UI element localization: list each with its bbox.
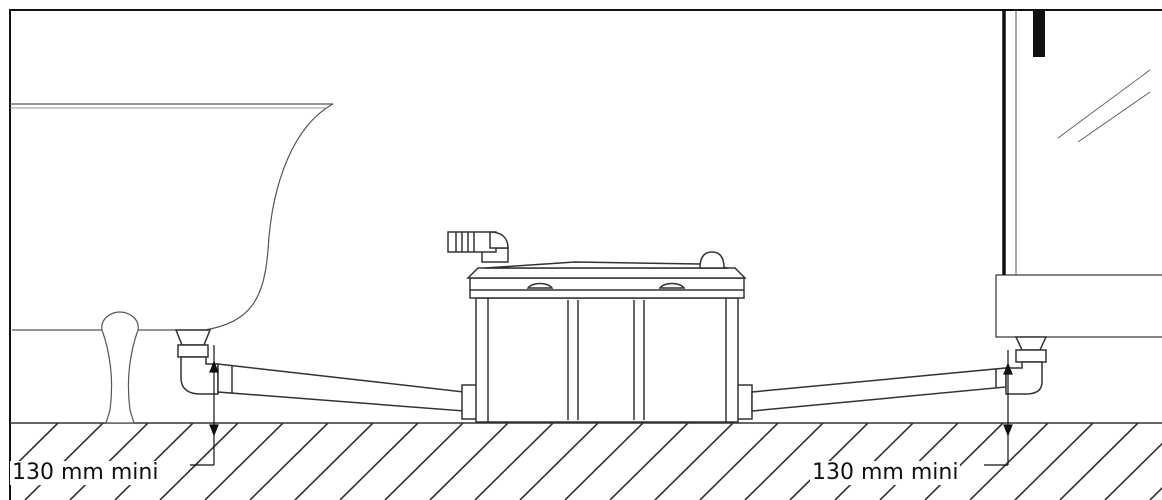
left-discharge-pipe: [217, 363, 465, 412]
right-discharge-pipe: [751, 367, 1007, 412]
bathtub-drain-trap: [174, 329, 219, 395]
shower-enclosure: [995, 10, 1162, 338]
bathtub-outline: [10, 103, 336, 331]
dimension-left: [190, 345, 219, 466]
macerator-pump: [447, 231, 753, 423]
dimension-label-right: 130 mm mini: [810, 460, 961, 485]
shower-drain-trap: [1005, 336, 1048, 395]
floor-hatching: [11, 423, 1162, 500]
bathtub-foot: [101, 311, 139, 424]
dimension-label-left: 130 mm mini: [10, 460, 161, 485]
frame-border: [9, 9, 1162, 500]
dimension-right: [984, 350, 1013, 466]
